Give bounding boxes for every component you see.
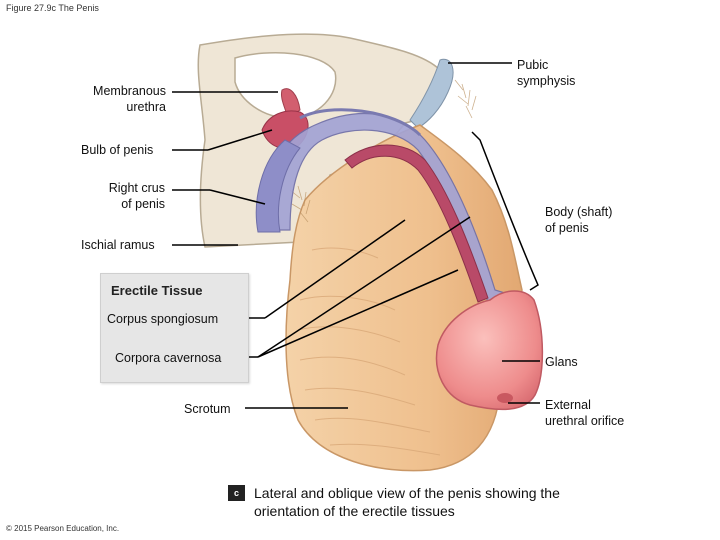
leader-lines	[172, 62, 540, 409]
erectile-tissue-box: Erectile Tissue	[100, 273, 249, 383]
label-body-shaft: Body (shaft) of penis	[545, 205, 613, 235]
erectile-tissue-heading: Erectile Tissue	[111, 283, 203, 298]
pubic-symphysis-disc	[409, 58, 454, 129]
pubic-hair	[289, 79, 477, 223]
label-right-crus: Right crus of penis	[108, 181, 165, 211]
glans-tip	[497, 393, 513, 403]
figure-title: Figure 27.9c The Penis	[6, 3, 99, 13]
body-shaft-bracket	[471, 131, 539, 291]
label-pubic-symphysis: Pubic symphysis	[517, 58, 576, 88]
label-ischial-ramus: Ischial ramus	[81, 238, 155, 252]
label-corpora-cavernosa: Corpora cavernosa	[115, 351, 222, 365]
label-corpus-spongiosum: Corpus spongiosum	[107, 312, 219, 326]
urethra	[299, 108, 422, 137]
label-glans: Glans	[545, 355, 578, 369]
obturator-foramen	[234, 51, 337, 119]
label-external-urethral-orifice: External urethral orifice	[545, 398, 625, 428]
label-membranous-urethra: Membranous urethra	[93, 84, 166, 114]
label-scrotum: Scrotum	[184, 402, 231, 416]
right-crus	[255, 139, 301, 233]
label-bulb-of-penis: Bulb of penis	[81, 143, 154, 157]
figure-panel-badge: c	[228, 485, 245, 501]
figure-caption: Lateral and oblique view of the penis sh…	[254, 485, 560, 519]
glans-shape	[435, 290, 544, 411]
copyright-notice: © 2015 Pearson Education, Inc.	[6, 524, 120, 533]
